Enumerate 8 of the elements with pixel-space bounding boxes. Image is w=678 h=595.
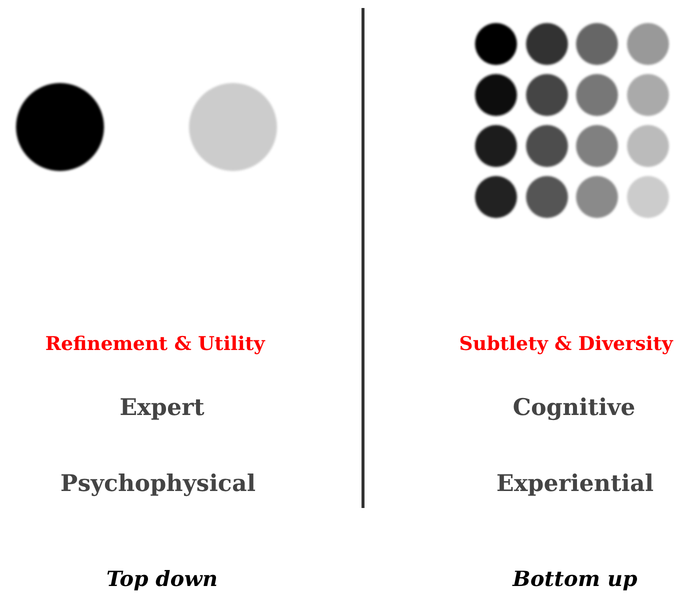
term-label: Cognitive [512, 395, 636, 420]
term-label: Experiential [496, 471, 654, 496]
caption-label: Top down [106, 567, 218, 590]
heading: Subtlety & Diversity [459, 334, 673, 355]
heading: Refinement & Utility [45, 334, 265, 355]
caption-label: Bottom up [512, 567, 638, 590]
term-label: Expert [120, 395, 204, 420]
term-label: Psychophysical [60, 471, 256, 496]
